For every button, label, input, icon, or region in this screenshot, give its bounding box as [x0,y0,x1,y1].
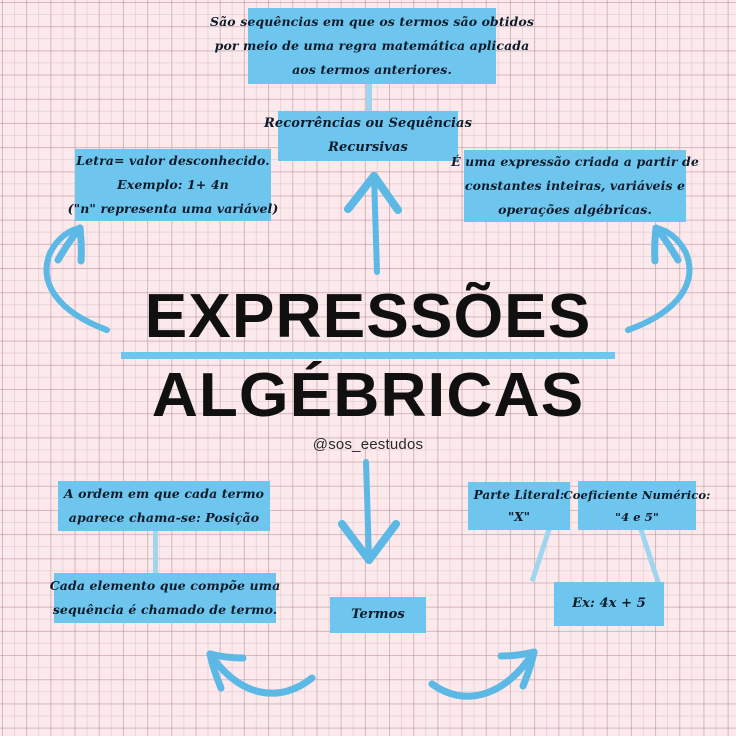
arrow-down-to-termos [338,459,400,564]
definicao-recorrencias-box: São sequências em que os termos são obti… [210,8,534,84]
connector-coeficiente-to-exemplo [638,527,661,584]
parte-literal-box: Parte Literal: "X" [468,482,570,530]
page-title: EXPRESSÕES ALGÉBRICAS @sos_eestudos [0,286,736,453]
text-line: A ordem em que cada termo [63,486,265,501]
connector-parte-literal-to-exemplo [529,527,552,583]
text-line: É uma expressão criada a partir de [451,154,699,169]
exemplo-expressao-box: Ex: 4x + 5 [554,582,664,626]
text-line: operações algébricas. [498,202,652,217]
text-line: Recursivas [328,140,408,155]
text-line: sequência é chamado de termo. [52,602,278,617]
text-line: aos termos anteriores. [292,62,452,77]
text-line: Coeficiente Numérico: [563,487,711,502]
arrow-curve-bottom-left [206,650,316,697]
coeficiente-numerico-box: Coeficiente Numérico: "4 e 5" [564,481,710,530]
text-line: aparece chama-se: Posição [68,510,260,525]
text-line: São sequências em que os termos são obti… [209,14,535,29]
text-line: Termos [351,607,405,622]
title-line-2: ALGÉBRICAS [151,361,585,430]
letra-valor-desconhecido-box: Letra= valor desconhecido. Exemplo: 1+ 4… [68,149,278,221]
text-line: Recorrências ou Sequências [264,116,472,131]
recorrencias-ou-sequencias-recursivas-box: Recorrências ou Sequências Recursivas [264,111,472,161]
title-divider [121,352,615,359]
definicao-expressao-algebrica-box: É uma expressão criada a partir de const… [451,150,699,222]
termos-box: Termos [330,597,426,633]
connector-letra-to-left [153,531,158,574]
arrow-curve-bottom-right [428,648,538,700]
text-line: Ex: 4x + 5 [572,596,646,611]
text-line: "X" [507,510,531,524]
text-line: por meio de uma regra matemática aplicad… [214,38,530,53]
text-line: Exemplo: 1+ 4n [117,177,229,192]
text-line: constantes inteiras, variáveis e [464,178,686,193]
text-line: Cada elemento que compõe uma [49,578,281,593]
text-line: ("n" representa uma variável) [67,201,279,216]
elemento-termo-box: Cada elemento que compõe uma sequência é… [50,573,280,623]
title-line-1: EXPRESSÕES [144,282,592,351]
text-line: Letra= valor desconhecido. [76,153,270,168]
arrow-up-to-recorrencias [344,172,402,275]
text-line: Parte Literal: [473,488,565,502]
ordem-posicao-box: A ordem em que cada termo aparece chama-… [58,481,270,531]
author-handle: @sos_eestudos [312,436,424,453]
text-line: "4 e 5" [614,509,659,524]
connector-def-to-recorrencias [366,84,372,112]
